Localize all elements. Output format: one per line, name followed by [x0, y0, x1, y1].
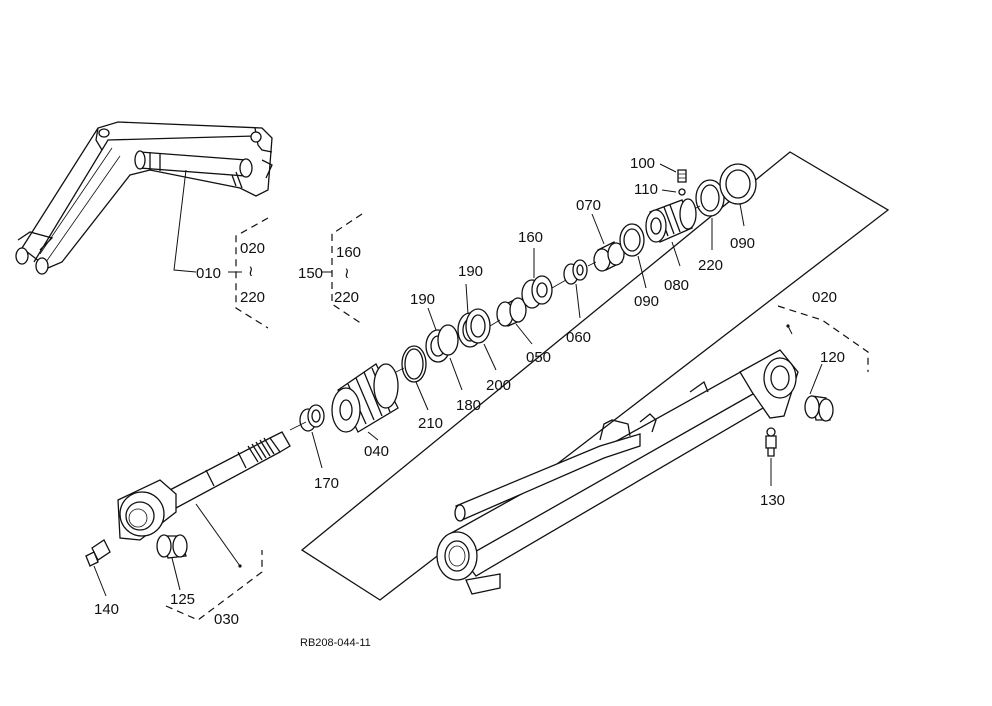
part-090-seal-left — [619, 223, 645, 257]
label-160-range-start: 160 — [336, 244, 361, 261]
part-070-bushing — [593, 241, 625, 272]
bracket-150-range — [331, 213, 363, 325]
range-mark-2: ≀ — [344, 265, 350, 282]
label-100: 100 — [630, 155, 655, 172]
label-020-range-start: 020 — [240, 240, 265, 257]
part-120-bushing — [804, 395, 834, 422]
label-180: 180 — [456, 397, 481, 414]
label-190-left: 190 — [410, 291, 435, 308]
label-190-right: 190 — [458, 263, 483, 280]
label-030: 030 — [214, 611, 239, 628]
label-010: 010 — [196, 265, 221, 282]
label-110: 110 — [634, 181, 658, 198]
label-220: 220 — [698, 257, 723, 274]
label-200: 200 — [486, 377, 511, 394]
label-040: 040 — [364, 443, 389, 460]
label-020-tube: 020 — [812, 289, 837, 306]
piston-rod — [117, 431, 291, 541]
assembly-axis — [289, 205, 701, 431]
label-160: 160 — [518, 229, 543, 246]
part-100-set-screw — [677, 169, 687, 183]
part-060-bushing — [563, 259, 588, 285]
label-090-left: 090 — [634, 293, 659, 310]
bracket-030 — [165, 550, 263, 621]
part-110-steel-ball — [678, 188, 686, 196]
part-190-seal-left — [437, 324, 459, 356]
label-080: 080 — [664, 277, 689, 294]
cylinder-tube — [436, 349, 799, 595]
part-160-nut — [521, 275, 553, 309]
leader-010 — [173, 169, 197, 273]
label-060: 060 — [566, 329, 591, 346]
part-140-grease-nipple — [85, 539, 111, 567]
tube-assembly-panel — [300, 151, 890, 601]
part-125-bushing — [156, 534, 188, 559]
part-050-spacer — [496, 297, 527, 327]
part-170-nut — [299, 404, 325, 432]
part-210-o-ring — [401, 345, 427, 383]
label-125: 125 — [170, 591, 195, 608]
label-070: 070 — [576, 197, 601, 214]
label-090-right: 090 — [730, 235, 755, 252]
part-040-piston — [331, 363, 399, 433]
label-130: 130 — [760, 492, 785, 509]
drawing-reference-code: RB208-044-11 — [300, 637, 371, 649]
part-080-rod-guide — [645, 198, 697, 243]
label-220-range-end: 220 — [240, 289, 265, 306]
label-150: 150 — [298, 265, 323, 282]
boom-arm-illustration — [15, 121, 273, 275]
part-220-wear-ring — [695, 179, 725, 217]
part-200-seal — [457, 308, 491, 348]
label-140: 140 — [94, 601, 119, 618]
label-120: 120 — [820, 349, 845, 366]
range-mark-1: ≀ — [248, 263, 254, 280]
bracket-020-tube — [777, 305, 869, 372]
label-170: 170 — [314, 475, 339, 492]
part-090-seal-right — [719, 163, 757, 205]
part-130-grease-nipple — [765, 427, 777, 457]
label-210: 210 — [418, 415, 443, 432]
label-050: 050 — [526, 349, 551, 366]
label-220-range-end-2: 220 — [334, 289, 359, 306]
